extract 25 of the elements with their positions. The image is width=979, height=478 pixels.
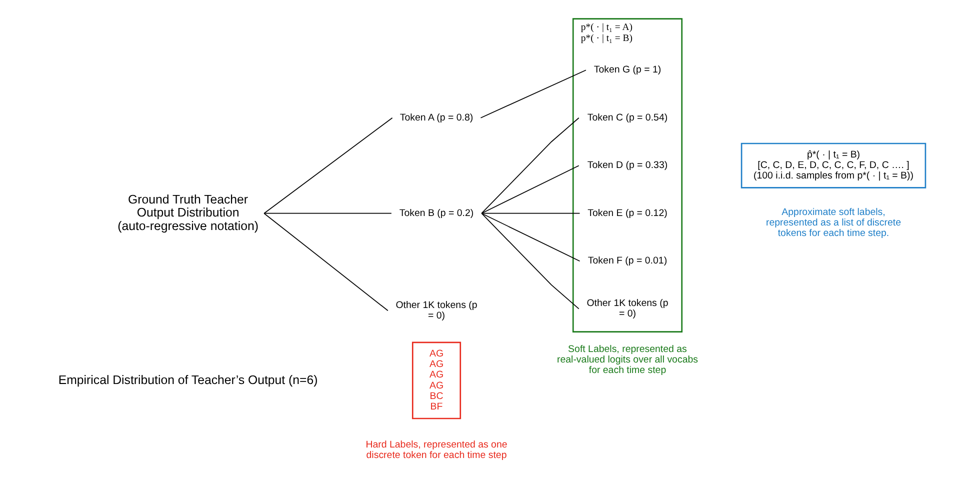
node-text: Other 1K tokens (p = 0)	[586, 298, 668, 320]
connector	[480, 165, 579, 214]
node-text: Token E (p = 0.12)	[587, 208, 667, 219]
node-text: Other 1K tokens (p = 0)	[395, 300, 477, 322]
node-box: p̂*( · | t₁ = B) [C, C, D, E, D, C, C, C, F, D, C …. ] (100 i.i.d. samples from p*( · | t₁ = B))	[740, 142, 926, 188]
connector	[480, 212, 580, 214]
node-text: Token G (p = 1)	[593, 64, 661, 76]
node-label: Soft Labels, represented as real-valued logits over all vocabs for each time step	[556, 344, 698, 376]
node-text: Ground Truth Teacher Output Distribution (auto-regressive notation)	[117, 192, 258, 233]
node-text: Token C (p = 0.54)	[586, 112, 668, 124]
node-label: Approximate soft labels, represented as a list of discrete tokens for each time step.	[765, 206, 901, 240]
node-text: Token F (p = 0.01)	[587, 256, 667, 267]
node-label: Hard Labels, represented as one discrete token for each time step	[365, 439, 507, 462]
connector	[263, 212, 392, 214]
connector	[263, 117, 392, 214]
connector	[480, 212, 579, 310]
node-box: AG AG AG AG BC BF	[411, 342, 461, 420]
node-text: Token B (p = 0.2)	[398, 208, 474, 219]
label: Empirical Distribution of Teacher’s Output (n=6)	[58, 372, 318, 387]
node-text: Token A (p = 0.8)	[399, 112, 473, 124]
connector	[480, 70, 586, 118]
node-text: Token D (p = 0.33)	[586, 160, 668, 172]
connector	[263, 212, 388, 312]
connector	[480, 117, 579, 214]
connector	[480, 212, 580, 262]
